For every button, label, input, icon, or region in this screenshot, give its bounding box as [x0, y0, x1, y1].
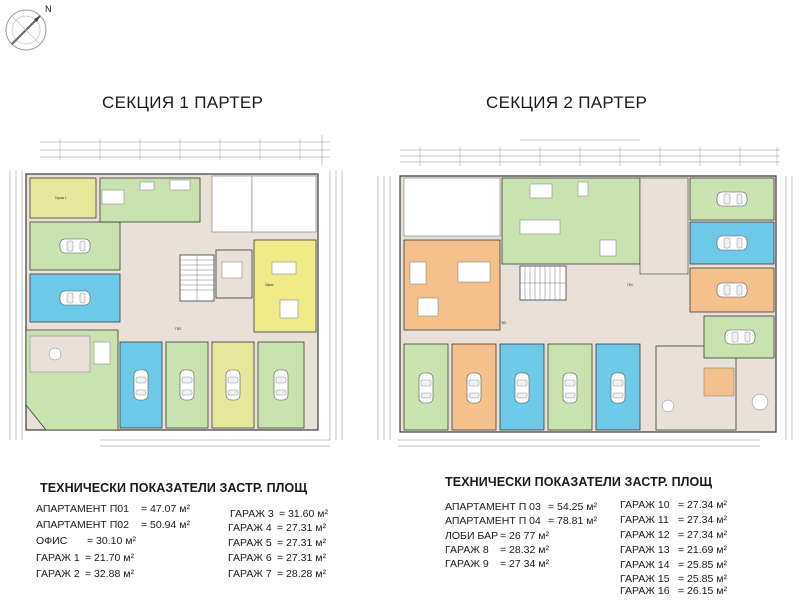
stat-value: = 30.10 м² — [87, 535, 136, 547]
section-2-plan: ГВО ГВ4 — [377, 139, 793, 447]
svg-text:ГВ4: ГВ4 — [627, 283, 633, 287]
stat-name: ГАРАЖ 6 — [228, 552, 272, 564]
stat-value: = 25.85 м² — [678, 559, 727, 571]
stat-value: = 28.32 м² — [500, 544, 549, 556]
s2-stat-11: ГАРАЖ 15 = 25.85 м² — [620, 572, 727, 586]
stat-name: ГАРАЖ 5 — [228, 537, 272, 549]
stat-value: = 27 34 м² — [500, 558, 549, 570]
s2-stat-4: ГАРАЖ 8 = 28.32 м² — [445, 543, 549, 557]
s1-stat-5: ГАРАЖ 2 = 32.88 м² — [36, 567, 134, 581]
stat-name: ГАРАЖ 8 — [445, 544, 489, 556]
s2-stat-7: ГАРАЖ 11 = 27.34 м² — [620, 513, 727, 527]
stat-name: ГАРАЖ 4 — [228, 522, 272, 534]
stat-name: ГАРАЖ 3 — [230, 508, 274, 520]
stat-name: ГАРАЖ 11 — [620, 514, 669, 526]
section-1-plan: Гараж 1 ГВО Офис — [9, 135, 343, 447]
section-1-title: СЕКЦИЯ 1 ПАРТЕР — [102, 93, 264, 112]
garage-1 — [29, 177, 97, 219]
s2-stat-12: ГАРАЖ 16 = 26.15 м² — [620, 584, 727, 598]
stat-value: = 26 77 м² — [500, 530, 549, 542]
section-2-stats-heading: ТЕХНИЧЕСКИ ПОКАЗАТЕЛИ ЗАСТР. ПЛОЩ — [445, 475, 713, 489]
stat-name: ГАРАЖ 13 — [620, 544, 670, 556]
s1-stat-6: ГАРАЖ 3 = 31.60 м² — [230, 507, 328, 521]
svg-text:Гараж 1: Гараж 1 — [55, 196, 67, 200]
s2-stat-8: ГАРАЖ 12 = 27.34 м² — [620, 528, 727, 542]
floor-plans: Гараж 1 ГВО Офис — [9, 135, 793, 447]
s1-stat-1: АПАРТАМЕНТ П01 = 47.07 м² — [36, 502, 190, 516]
stat-name: ГАРАЖ 15 — [620, 573, 670, 585]
stat-name: ГАРАЖ 1 — [36, 552, 80, 564]
s2-stat-3: ЛОБИ БАР = 26 77 м² — [445, 529, 549, 543]
stat-value: = 28.28 м² — [277, 568, 326, 580]
stat-value: = 31.60 м² — [279, 508, 328, 520]
svg-text:Офис: Офис — [265, 283, 274, 287]
s2-stat-5: ГАРАЖ 9 = 27 34 м² — [445, 557, 549, 571]
s1-stat-7: ГАРАЖ 4 = 27.31 м² — [228, 521, 326, 535]
apartment-p03 — [403, 239, 501, 331]
stat-value: = 27.31 м² — [277, 537, 326, 549]
compass-icon — [5, 9, 47, 51]
stat-value: = 21.70 м² — [85, 552, 134, 564]
compass: N — [4, 4, 54, 54]
garage-7 — [257, 341, 305, 429]
stat-value: = 27.34 м² — [678, 529, 727, 541]
stat-value: = 32.88 м² — [85, 568, 134, 580]
s2-stat-6: ГАРАЖ 10 = 27.34 м² — [620, 498, 727, 512]
s2-stat-2: АПАРТАМЕНТ П 04 = 78.81 м² — [445, 514, 597, 528]
stat-name: ЛОБИ БАР — [445, 530, 499, 542]
stat-name: АПАРТАМЕНТ П01 — [36, 503, 129, 515]
stat-name: ГАРАЖ 12 — [620, 529, 670, 541]
stat-name: ГАРАЖ 9 — [445, 558, 489, 570]
stat-name: АПАРТАМЕНТ П 04 — [445, 515, 541, 527]
stat-value: = 21.69 м² — [678, 544, 727, 556]
stat-name: ГАРАЖ 16 — [620, 585, 670, 597]
stat-value: = 26.15 м² — [678, 585, 727, 597]
s1-stat-3: ОФИС = 30.10 м² — [36, 534, 136, 548]
stat-value: = 27.31 м² — [277, 552, 326, 564]
s2-stat-1: АПАРТАМЕНТ П 03 = 54.25 м² — [445, 500, 597, 514]
svg-text:ГВО: ГВО — [175, 327, 182, 331]
north-label: N — [45, 4, 52, 14]
stat-value: = 50.94 м² — [141, 519, 190, 531]
s1-stat-9: ГАРАЖ 6 = 27.31 м² — [228, 551, 326, 565]
s1-stat-2: АПАРТАМЕНТ П02 = 50.94 м² — [36, 518, 190, 532]
svg-text:ГВО: ГВО — [500, 321, 507, 325]
stat-value: = 27.31 м² — [277, 522, 326, 534]
stat-value: = 47.07 м² — [141, 503, 190, 515]
stat-name: ОФИС — [36, 535, 68, 547]
s1-stat-10: ГАРАЖ 7 = 28.28 м² — [228, 567, 326, 581]
stat-value: = 27.34 м² — [678, 499, 727, 511]
stat-name: АПАРТАМЕНТ П02 — [36, 519, 129, 531]
stat-value: = 54.25 м² — [548, 501, 597, 513]
s2-stat-10: ГАРАЖ 14 = 25.85 м² — [620, 558, 727, 572]
s1-stat-8: ГАРАЖ 5 = 27.31 м² — [228, 536, 326, 550]
s1-stat-4: ГАРАЖ 1 = 21.70 м² — [36, 551, 134, 565]
stat-value: = 25.85 м² — [678, 573, 727, 585]
section-2-title: СЕКЦИЯ 2 ПАРТЕР — [486, 93, 648, 112]
garage-2 — [29, 221, 121, 271]
stat-name: АПАРТАМЕНТ П 03 — [445, 501, 541, 513]
s2-stat-9: ГАРАЖ 13 = 21.69 м² — [620, 543, 727, 557]
stat-name: ГАРАЖ 7 — [228, 568, 272, 580]
stat-name: ГАРАЖ 10 — [620, 499, 670, 511]
stat-name: ГАРАЖ 14 — [620, 559, 670, 571]
section-1-stats-heading: ТЕХНИЧЕСКИ ПОКАЗАТЕЛИ ЗАСТР. ПЛОЩ — [40, 481, 308, 495]
stat-value: = 27.34 м² — [678, 514, 727, 526]
stat-name: ГАРАЖ 2 — [36, 568, 80, 580]
stat-value: = 78.81 м² — [548, 515, 597, 527]
